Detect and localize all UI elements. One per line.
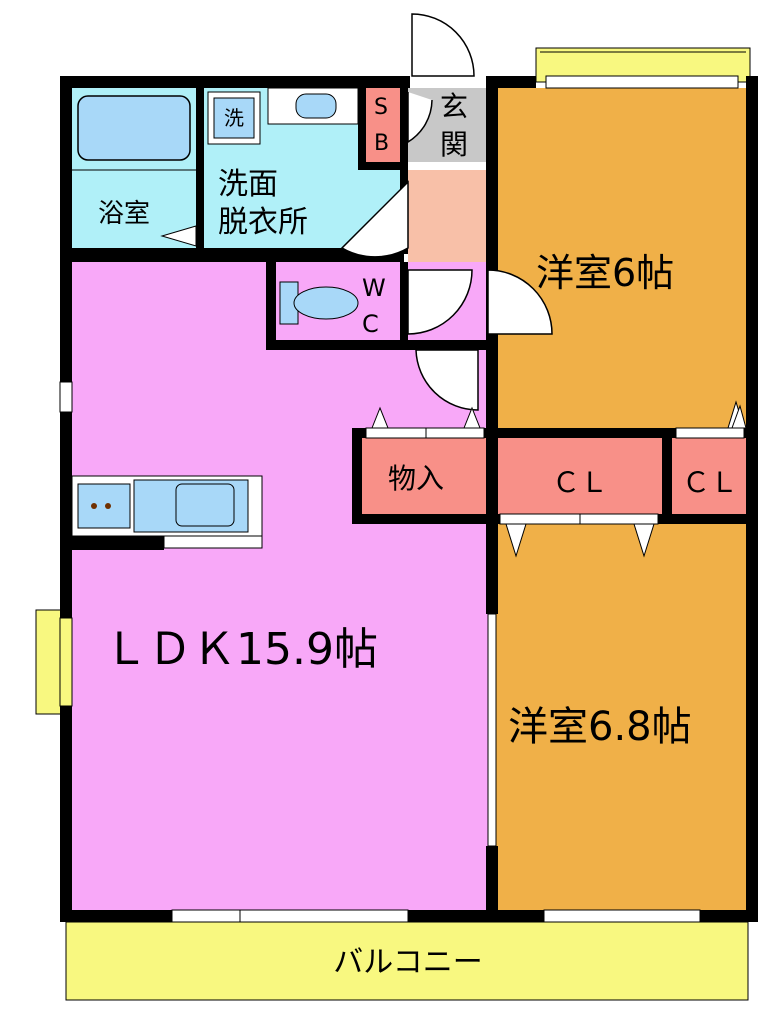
washer-label: 洗 [224, 106, 244, 130]
western-room-a [496, 88, 748, 428]
window-top-room [545, 75, 739, 89]
kitchen-stove [77, 483, 131, 529]
balcony-area [65, 921, 749, 1001]
wc-label-w: W [362, 274, 386, 302]
entrance-label-2: 関 [440, 128, 468, 161]
bathtub [77, 95, 191, 161]
western-room-a-label: 洋室6帖 [536, 251, 674, 295]
bath-label: 浴室 [98, 199, 150, 229]
stove-burner-1 [91, 503, 97, 509]
entrance-label-1: 玄 [440, 90, 468, 123]
ldk-label: ＬＤＫ15.9帖 [104, 624, 378, 675]
closet-doors [365, 400, 747, 558]
ldk-room [72, 262, 488, 912]
washroom-label-2: 脱衣所 [218, 205, 308, 240]
kitchen-sink [175, 483, 235, 527]
stove-burner-2 [105, 503, 111, 509]
window-bottom-room [543, 909, 701, 923]
sb-label-s: S [374, 95, 388, 120]
washer-inner [213, 97, 255, 139]
closet-b-label: ＣＬ [682, 466, 738, 499]
sliding-door-room-b [487, 613, 497, 847]
toilet-bowl [293, 286, 359, 320]
window-left-small [59, 381, 73, 413]
washroom-label-1: 洗面 [218, 167, 278, 202]
kitchen-back [163, 535, 263, 549]
storage-room [360, 436, 488, 516]
window-bottom-ldk [171, 909, 409, 923]
western-room-b [496, 524, 748, 912]
wc-label-c: C [362, 310, 379, 338]
closet-b [672, 436, 748, 516]
washbasin-bowl [295, 93, 337, 119]
sb-label-b: B [374, 131, 389, 156]
storage-label: 物入 [388, 462, 444, 495]
doors [340, 13, 553, 411]
western-room-b-label: 洋室6.8帖 [508, 704, 692, 750]
closet-a [496, 436, 664, 516]
sb-room [366, 88, 400, 162]
window-bay-opening [59, 617, 73, 707]
balcony-label: バルコニー [333, 945, 482, 980]
closet-a-label: ＣＬ [552, 466, 608, 499]
bath-door-marker [160, 225, 197, 247]
